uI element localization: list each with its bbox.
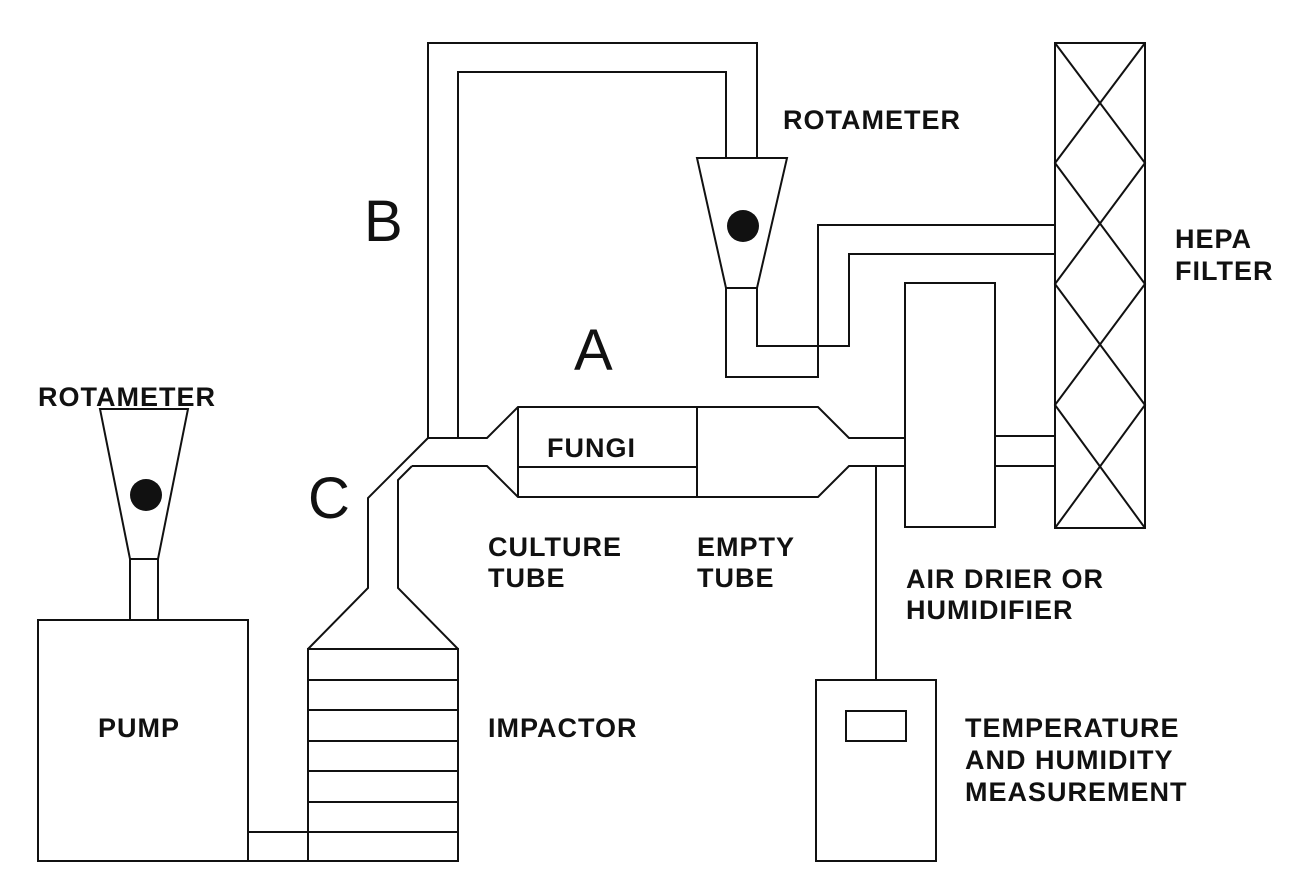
tube-assembly: [412, 406, 905, 498]
path-b-pipe: [427, 42, 758, 438]
hepa-filter: [1053, 42, 1147, 529]
path-b-label: B: [364, 189, 403, 254]
air-drier-label-line1: AIR DRIER OR: [906, 564, 1104, 594]
path-a-label: A: [574, 318, 613, 383]
impactor-to-pump-pipe: [248, 831, 308, 862]
temperature-humidity-meter: [815, 679, 937, 862]
temperature-label-line1: TEMPERATURE: [965, 713, 1180, 743]
drier-to-hepa-pipe: [995, 435, 1055, 467]
temperature-label-line2: AND HUMIDITY: [965, 745, 1174, 775]
air-drier-label-line2: HUMIDIFIER: [906, 595, 1074, 625]
empty-tube-label-line1: EMPTY: [697, 532, 795, 562]
path-c-label: C: [308, 466, 350, 531]
empty-tube-label-line2: TUBE: [697, 563, 775, 593]
path-c-pipe: [307, 437, 459, 650]
air-drier-humidifier: [904, 282, 996, 528]
hepa-label-line2: FILTER: [1175, 256, 1273, 286]
culture-tube-label-line1: CULTURE: [488, 532, 622, 562]
rotameter-to-hepa-pipe: [725, 224, 1055, 378]
rotameter-left: [98, 408, 190, 621]
temperature-label-line3: MEASUREMENT: [965, 777, 1188, 807]
impactor-label: IMPACTOR: [488, 713, 638, 743]
pump-label: PUMP: [98, 713, 180, 743]
culture-tube-label-line2: TUBE: [488, 563, 566, 593]
rotameter-top: [695, 157, 789, 289]
hepa-label-line1: HEPA: [1175, 224, 1252, 254]
rotameter-top-label: ROTAMETER: [783, 105, 961, 135]
fungi-label: FUNGI: [547, 433, 636, 463]
impactor: [307, 648, 459, 862]
rotameter-left-label: ROTAMETER: [38, 382, 216, 412]
